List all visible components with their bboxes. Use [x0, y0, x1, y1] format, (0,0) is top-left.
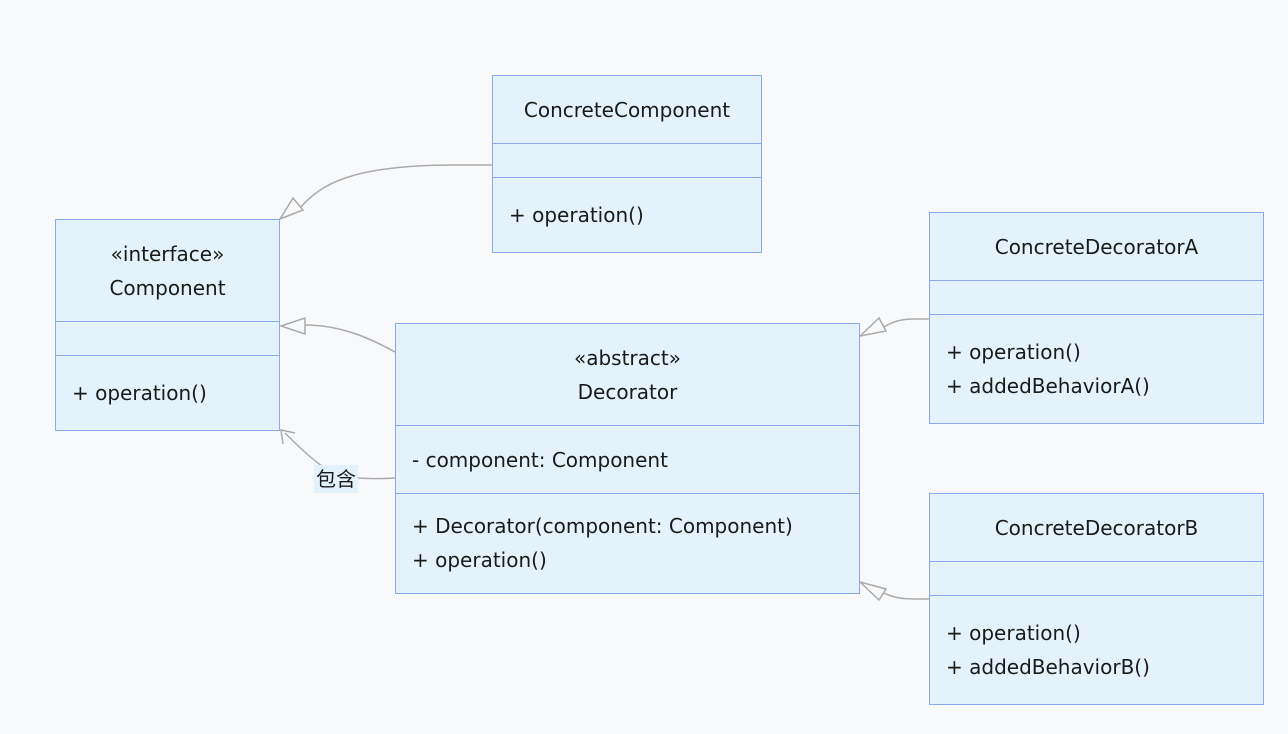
class-header: «interface» Component — [56, 220, 279, 322]
edge-arrowhead-hollow — [859, 581, 888, 602]
method-item: + operation() — [72, 381, 207, 405]
method-item: + Decorator(component: Component) — [412, 514, 793, 538]
class-name: ConcreteComponent — [523, 97, 731, 122]
edge-decorator-to-component — [304, 324, 396, 353]
edge-label-contains: 包含 — [314, 465, 358, 493]
class-attributes: - component: Component — [396, 426, 859, 494]
class-attributes — [56, 322, 279, 356]
class-stereotype: «abstract» — [573, 345, 681, 370]
method-item: + operation() — [412, 548, 547, 572]
class-component[interactable]: «interface» Component + operation() — [55, 219, 280, 431]
class-name: Decorator — [577, 379, 678, 404]
class-attributes — [493, 144, 761, 178]
class-concrete-decorator-a[interactable]: ConcreteDecoratorA + operation() + added… — [929, 212, 1264, 424]
edge-decorator-b-to-decorator — [883, 592, 929, 600]
method-item: + operation() — [946, 340, 1081, 364]
edge-concrete-component-to-component — [299, 164, 492, 209]
class-stereotype: «interface» — [110, 241, 225, 266]
class-methods: + operation() — [493, 178, 761, 252]
class-methods: + operation() — [56, 356, 279, 430]
edge-arrowhead-hollow — [278, 196, 305, 221]
class-attributes — [930, 562, 1263, 596]
class-header: «abstract» Decorator — [396, 324, 859, 426]
attribute-item: - component: Component — [412, 447, 668, 472]
class-attributes — [930, 281, 1263, 315]
edge-arrowhead-hollow — [278, 316, 306, 336]
class-methods: + operation() + addedBehaviorB() — [930, 596, 1263, 704]
class-name: Component — [109, 275, 226, 300]
class-header: ConcreteDecoratorB — [930, 494, 1263, 562]
class-methods: + operation() + addedBehaviorA() — [930, 315, 1263, 423]
method-item: + operation() — [946, 621, 1081, 645]
method-item: + operation() — [509, 203, 644, 227]
edge-arrowhead-hollow — [857, 316, 888, 338]
edge-arrowhead-open — [280, 429, 296, 445]
class-concrete-component[interactable]: ConcreteComponent + operation() — [492, 75, 762, 253]
method-item: + addedBehaviorB() — [946, 655, 1150, 679]
class-header: ConcreteComponent — [493, 76, 761, 144]
class-decorator[interactable]: «abstract» Decorator - component: Compon… — [395, 323, 860, 594]
class-name: ConcreteDecoratorA — [994, 234, 1199, 259]
class-methods: + Decorator(component: Component) + oper… — [396, 494, 859, 592]
method-item: + addedBehaviorA() — [946, 374, 1150, 398]
class-header: ConcreteDecoratorA — [930, 213, 1263, 281]
edge-decorator-a-to-decorator — [883, 318, 929, 328]
class-name: ConcreteDecoratorB — [994, 515, 1199, 540]
class-concrete-decorator-b[interactable]: ConcreteDecoratorB + operation() + added… — [929, 493, 1264, 705]
